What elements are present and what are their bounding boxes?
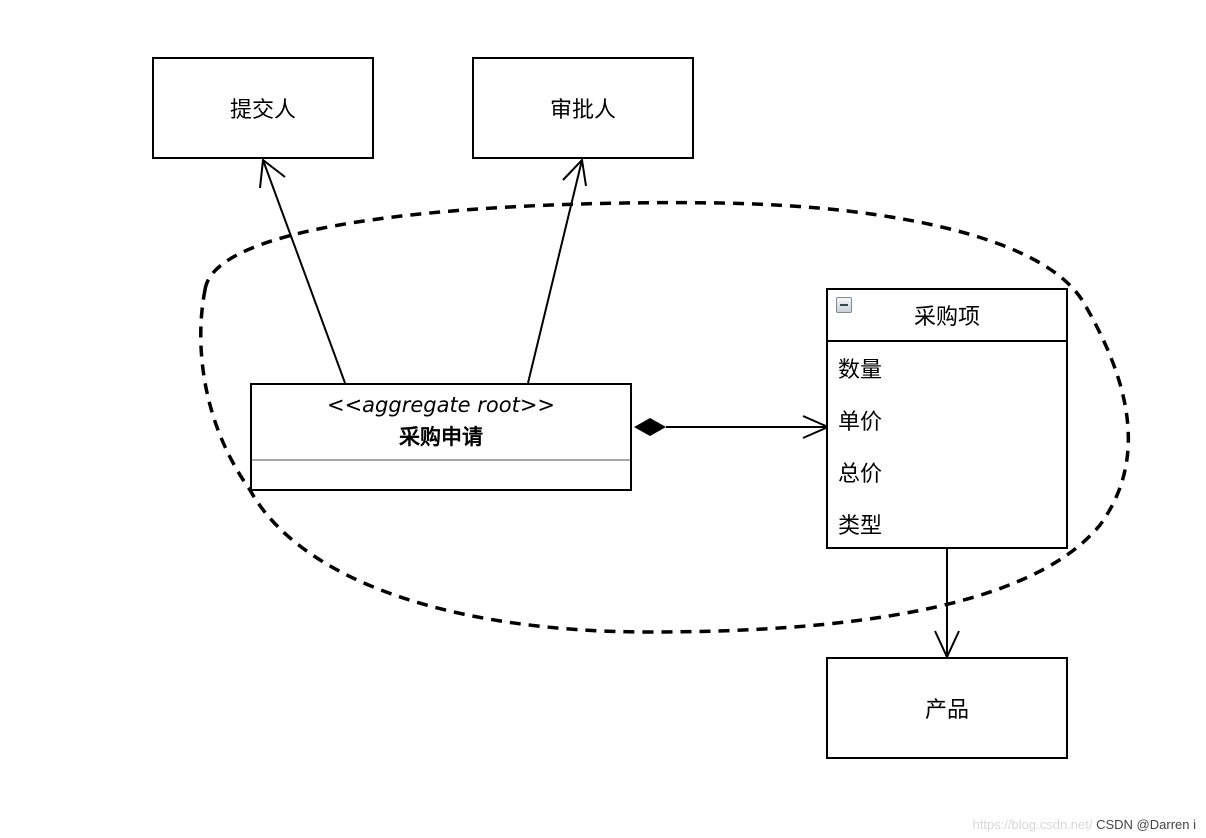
- aggregate-boundary: [199, 200, 1131, 634]
- class-compartment-divider: [252, 459, 630, 461]
- aggregate-root-name: 采购申请: [399, 425, 483, 449]
- association-root-to-submitter: [259, 158, 346, 384]
- aggregate-root-class-box: <<aggregate root>> 采购申请: [250, 383, 632, 491]
- association-item-to-product: [934, 548, 960, 660]
- watermark-url: https://blog.csdn.net/: [972, 817, 1093, 832]
- association-root-to-approver: [527, 157, 587, 384]
- watermark-author: CSDN @Darren i: [1096, 817, 1196, 832]
- composition-root-to-item: [634, 415, 831, 439]
- purchase-item-class-box: 采购项 数量 单价 总价 类型: [826, 288, 1068, 549]
- attribute-quantity: 数量: [838, 358, 883, 383]
- stereotype-label: <<aggregate root>>: [326, 393, 556, 417]
- collapse-icon[interactable]: [836, 297, 852, 313]
- attribute-type: 类型: [838, 514, 883, 539]
- purchase-item-header: 采购项: [828, 290, 1066, 342]
- attribute-unit-price: 单价: [838, 410, 883, 435]
- product-label: 产品: [924, 698, 969, 723]
- product-class-box: 产品: [826, 657, 1068, 759]
- approver-class-box: 审批人: [472, 57, 694, 159]
- approver-label: 审批人: [549, 98, 616, 123]
- composition-diamond: [634, 418, 666, 436]
- purchase-item-title: 采购项: [913, 305, 980, 330]
- submitter-label: 提交人: [229, 98, 296, 123]
- submitter-class-box: 提交人: [152, 57, 374, 159]
- watermark: https://blog.csdn.net/ CSDN @Darren i: [973, 817, 1196, 832]
- attribute-total-price: 总价: [838, 462, 883, 487]
